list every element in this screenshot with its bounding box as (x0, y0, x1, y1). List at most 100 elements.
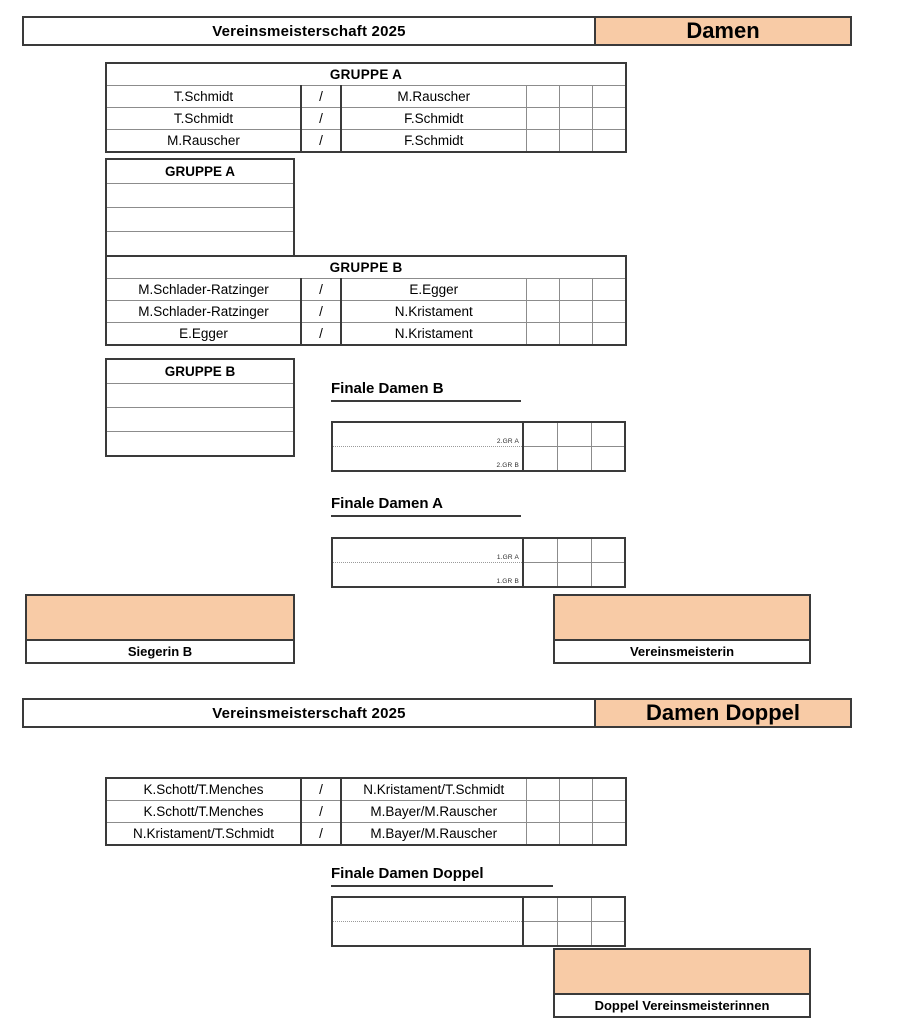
finale-score-cell[interactable] (522, 896, 558, 922)
match-score-cell[interactable] (558, 85, 593, 108)
match-separator: / (300, 777, 342, 801)
table-row (105, 407, 295, 432)
standings-rank-cell[interactable] (105, 407, 295, 432)
finale-score-cell[interactable] (556, 446, 592, 472)
match-score-cell[interactable] (525, 107, 560, 130)
match-score-cell[interactable] (591, 85, 628, 108)
match-score-cell[interactable] (558, 322, 593, 346)
finale-slot-seed: 2.GR B (496, 462, 519, 469)
finale-slot-cell[interactable]: 2.GR A (331, 421, 524, 447)
standings-rank-cell[interactable] (105, 183, 295, 208)
match-score-cell[interactable] (591, 300, 628, 323)
match-separator: / (300, 300, 342, 323)
winner-caption-vereinsmeisterin: Vereinsmeisterin (555, 641, 809, 662)
finale-damen-a-table: 1.GR A 1.GR B (331, 537, 626, 588)
finale-score-cell[interactable] (590, 562, 626, 588)
singles-banner: Vereinsmeisterschaft 2025 Damen (22, 16, 852, 46)
finale-score-cell[interactable] (556, 421, 592, 447)
finale-slot-cell[interactable] (331, 921, 524, 947)
match-separator: / (300, 85, 342, 108)
match-score-cell[interactable] (558, 278, 593, 301)
match-score-cell[interactable] (558, 822, 593, 846)
finale-slot-cell[interactable]: 1.GR B (331, 562, 524, 588)
match-score-cell[interactable] (558, 777, 593, 801)
match-score-cell[interactable] (558, 129, 593, 153)
match-score-cell[interactable] (525, 822, 560, 846)
finale-damen-b-heading: Finale Damen B (331, 380, 521, 402)
match-score-cell[interactable] (525, 129, 560, 153)
winner-value-doppel[interactable] (555, 950, 809, 995)
match-player-left: K.Schott/T.Menches (105, 800, 302, 823)
standings-header-row: GRUPPE A (105, 158, 295, 184)
match-score-cell[interactable] (591, 129, 628, 153)
match-separator: / (300, 278, 342, 301)
finale-damen-b-table: 2.GR A 2.GR B (331, 421, 626, 472)
finale-slot-cell[interactable]: 1.GR A (331, 537, 524, 563)
table-row: K.Schott/T.Menches / M.Bayer/M.Rauscher (105, 800, 627, 823)
match-separator: / (300, 322, 342, 346)
finale-score-cell[interactable] (590, 537, 626, 563)
match-player-left: K.Schott/T.Menches (105, 777, 302, 801)
standings-rank-cell[interactable] (105, 431, 295, 457)
finale-score-cell[interactable] (590, 421, 626, 447)
match-player-right: M.Bayer/M.Rauscher (340, 800, 527, 823)
finale-score-cell[interactable] (522, 446, 558, 472)
group-a-header: GRUPPE A (104, 62, 628, 86)
finale-score-cell[interactable] (590, 921, 626, 947)
table-row: 1.GR A (331, 537, 626, 563)
standings-rank-cell[interactable] (105, 207, 295, 232)
winner-value-siegerin-b[interactable] (27, 596, 293, 641)
finale-score-cell[interactable] (556, 921, 592, 947)
match-score-cell[interactable] (591, 107, 628, 130)
finale-score-cell[interactable] (556, 896, 592, 922)
finale-score-cell[interactable] (522, 562, 558, 588)
group-a-fixtures-table: GRUPPE A T.Schmidt / M.Rauscher T.Schmid… (104, 62, 628, 153)
finale-score-cell[interactable] (522, 421, 558, 447)
finale-score-cell[interactable] (522, 921, 558, 947)
table-row: T.Schmidt / F.Schmidt (105, 107, 628, 130)
table-row (331, 896, 626, 922)
match-separator: / (300, 822, 342, 846)
match-score-cell[interactable] (525, 85, 560, 108)
match-score-cell[interactable] (591, 777, 627, 801)
match-score-cell[interactable] (525, 300, 560, 323)
match-score-cell[interactable] (591, 800, 627, 823)
table-row (105, 207, 295, 232)
finale-slot-cell[interactable]: 2.GR B (331, 446, 524, 472)
standings-rank-cell[interactable] (105, 383, 295, 408)
match-player-right: N.Kristament (340, 322, 527, 346)
group-a-header-row: GRUPPE A (104, 62, 628, 86)
match-score-cell[interactable] (525, 800, 560, 823)
match-score-cell[interactable] (558, 300, 593, 323)
table-row: N.Kristament/T.Schmidt / M.Bayer/M.Rausc… (105, 822, 627, 846)
table-row: 2.GR B (331, 446, 626, 472)
match-score-cell[interactable] (591, 822, 627, 846)
doubles-banner-category: Damen Doppel (596, 700, 850, 726)
match-score-cell[interactable] (525, 278, 560, 301)
match-score-cell[interactable] (591, 278, 628, 301)
match-score-cell[interactable] (558, 107, 593, 130)
winner-caption-doppel: Doppel Vereinsmeisterinnen (555, 995, 809, 1016)
match-player-left: M.Rauscher (105, 129, 302, 153)
match-player-left: T.Schmidt (105, 85, 302, 108)
doubles-fixtures-table: K.Schott/T.Menches / N.Kristament/T.Schm… (105, 777, 627, 846)
match-player-right: F.Schmidt (340, 129, 527, 153)
finale-score-cell[interactable] (590, 446, 626, 472)
match-player-left: T.Schmidt (105, 107, 302, 130)
match-score-cell[interactable] (525, 777, 560, 801)
finale-slot-seed: 1.GR B (496, 578, 519, 585)
table-row (331, 921, 626, 947)
match-score-cell[interactable] (558, 800, 593, 823)
finale-score-cell[interactable] (522, 537, 558, 563)
table-row (105, 183, 295, 208)
finale-score-cell[interactable] (556, 562, 592, 588)
finale-score-cell[interactable] (590, 896, 626, 922)
finale-score-cell[interactable] (556, 537, 592, 563)
standings-rank-cell[interactable] (105, 231, 295, 257)
match-score-cell[interactable] (591, 322, 628, 346)
finale-slot-seed: 1.GR A (496, 554, 519, 561)
winner-value-vereinsmeisterin[interactable] (555, 596, 809, 641)
finale-slot-cell[interactable] (331, 896, 524, 922)
table-row: K.Schott/T.Menches / N.Kristament/T.Schm… (105, 777, 627, 801)
match-score-cell[interactable] (525, 322, 560, 346)
